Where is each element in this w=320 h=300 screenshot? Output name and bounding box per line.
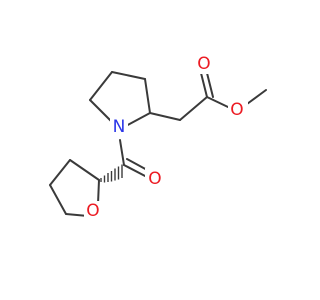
bond-c2-ch2 — [149, 112, 181, 121]
bond-thf-c4-c3 — [49, 159, 71, 186]
bond-thf-c5-c4 — [49, 184, 67, 215]
bond-ester-c-o-double-b — [206, 72, 214, 98]
atom-nitrogen: N — [113, 117, 126, 137]
bond-n-amide-c — [119, 139, 125, 166]
stereo-hashed-wedge — [100, 164, 123, 183]
bond-o-methyl — [246, 89, 267, 105]
bond-ring-c3-c4 — [111, 71, 146, 80]
bond-thf-c2-o — [97, 179, 100, 205]
atom-oxygen-ester-carbonyl: O — [197, 54, 210, 74]
molecule-diagram: N O O O O — [49, 54, 267, 221]
bond-ring-c4-c5 — [89, 71, 113, 101]
bond-amide-c-o-double-a — [123, 164, 148, 178]
atom-oxygen-thf-ring: O — [86, 201, 99, 221]
bond-ester-c-o-double-a — [200, 72, 208, 98]
atom-oxygen-ester-single: O — [230, 100, 243, 120]
bond-thf-c3-c2 — [69, 159, 100, 181]
bond-ring-c2-c3 — [144, 78, 151, 114]
bond-ring-n-c2 — [123, 112, 151, 128]
bond-ch2-carbonyl-c — [179, 96, 208, 121]
bonds — [49, 71, 267, 217]
atom-labels: N O O O O — [84, 54, 248, 221]
atom-oxygen-amide: O — [148, 169, 161, 189]
bond-ester-c-o-single — [206, 96, 229, 108]
